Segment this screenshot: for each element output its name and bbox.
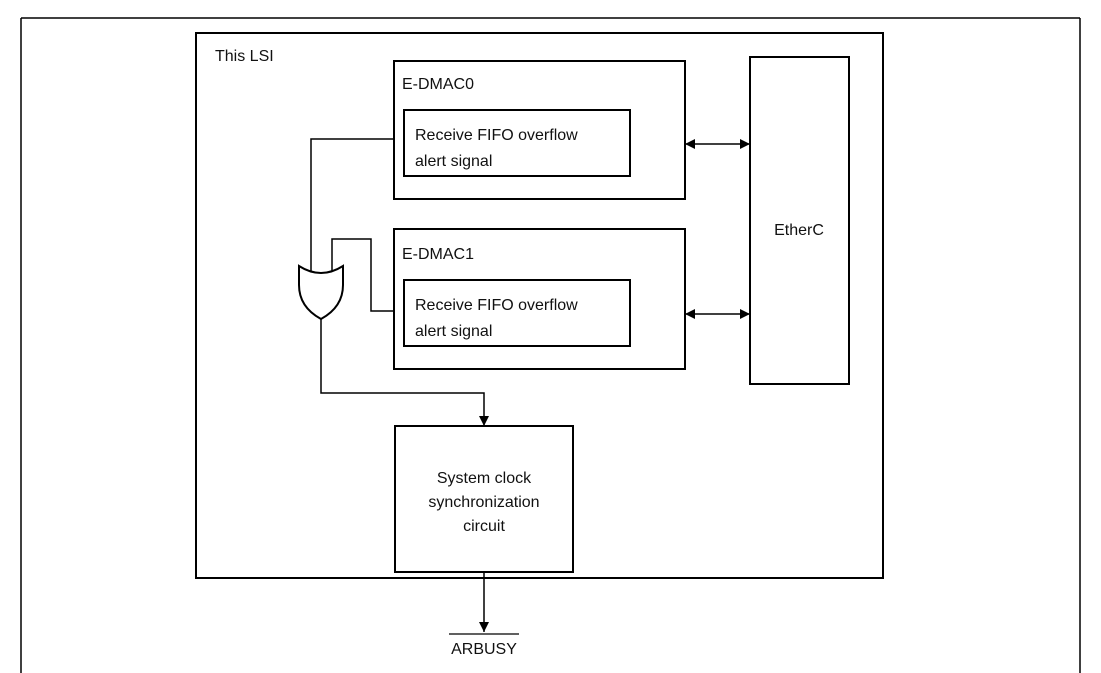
arbusy-label: ARBUSY bbox=[451, 641, 517, 658]
or-gate-icon bbox=[298, 264, 344, 321]
edmac0-block bbox=[393, 60, 686, 200]
etherc-block bbox=[749, 56, 850, 385]
edmac1-signal-wire bbox=[331, 238, 394, 312]
sync-circuit-line1: System clock bbox=[437, 470, 532, 487]
edmac1-signal-line2: alert signal bbox=[415, 323, 492, 340]
etherc-label: EtherC bbox=[774, 222, 824, 239]
edmac1-block bbox=[393, 228, 686, 370]
or-output-wire bbox=[320, 319, 489, 426]
edmac0-signal-wire bbox=[310, 138, 394, 276]
lsi-boundary bbox=[195, 32, 884, 579]
lsi-label: This LSI bbox=[215, 48, 274, 65]
sync-circuit-line3: circuit bbox=[463, 518, 505, 535]
edmac1-signal-line1: Receive FIFO overflow bbox=[415, 297, 578, 314]
page-frame bbox=[20, 17, 1081, 673]
edmac0-label: E-DMAC0 bbox=[402, 76, 474, 93]
edmac1-signal-box bbox=[403, 279, 631, 347]
edmac0-signal-line1: Receive FIFO overflow bbox=[415, 127, 578, 144]
edmac1-label: E-DMAC1 bbox=[402, 246, 474, 263]
edmac0-signal-box bbox=[403, 109, 631, 177]
edmac0-signal-line2: alert signal bbox=[415, 153, 492, 170]
sync-circuit-line2: synchronization bbox=[428, 494, 539, 511]
